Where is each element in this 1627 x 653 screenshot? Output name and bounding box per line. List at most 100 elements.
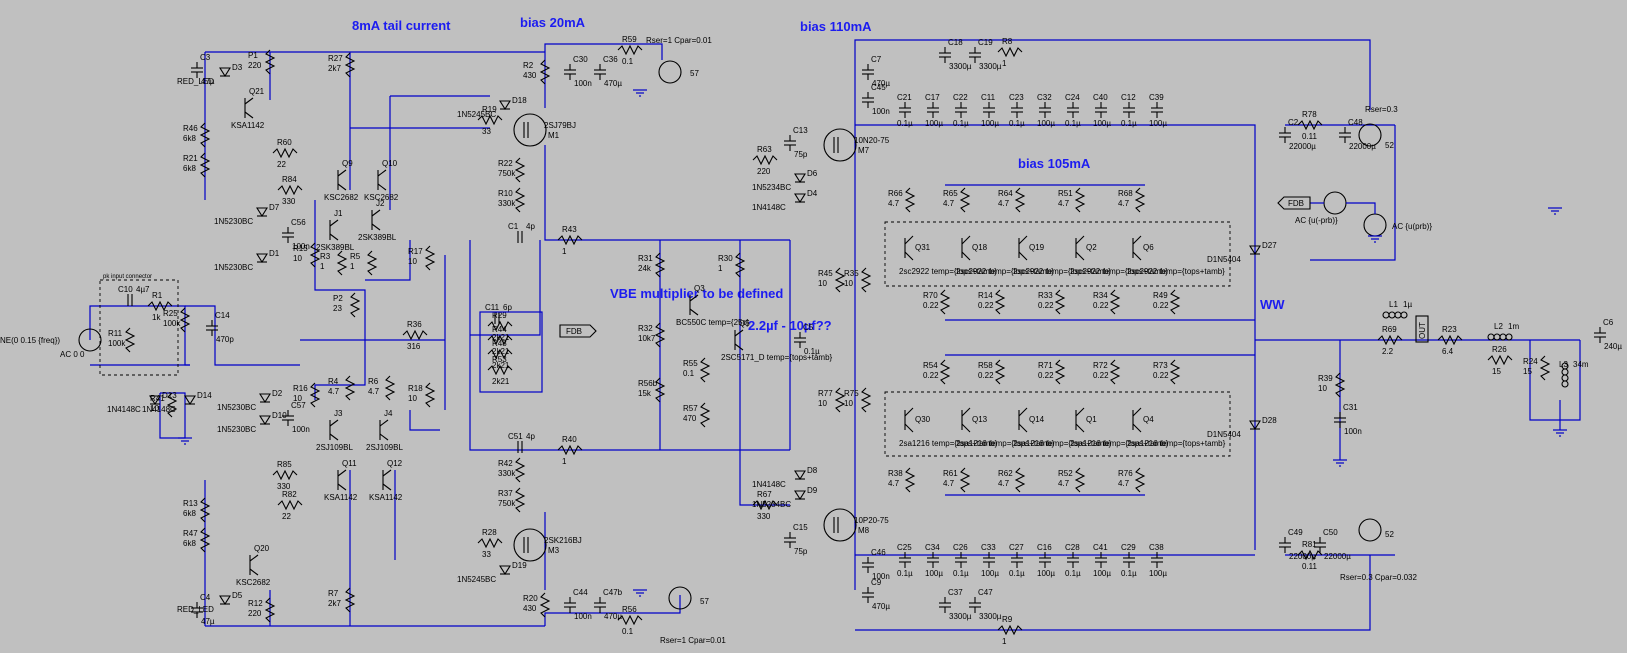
value-label: 750k (498, 169, 516, 178)
value-label: 470µ (604, 79, 622, 88)
value-label: 4.7 (943, 479, 955, 488)
components: C347µD3RED_LEDP1220Q21KSA1142R466k8R216k… (107, 35, 1622, 646)
value-label: 220 (248, 609, 262, 618)
value-label: 4p (526, 432, 535, 441)
value-label: 22000µ (1289, 142, 1316, 151)
value-label: 6k8 (183, 539, 196, 548)
value-label: 2SK389BL (316, 243, 355, 252)
value-label: 33 (482, 127, 491, 136)
value-label: 1N5230BC (217, 425, 256, 434)
value-label: 0.1µ (1065, 119, 1081, 128)
value-label: 1N5230BC (217, 403, 256, 412)
value-label: BC550C temp={25c} (676, 318, 749, 327)
ref-label: C13 (793, 126, 808, 135)
value-label: 100µ (1037, 569, 1055, 578)
svg-text:OUT: OUT (1418, 322, 1427, 339)
ref-label: R4 (328, 377, 339, 386)
value-label: 100n (292, 242, 310, 251)
value-label: 1m (1508, 322, 1519, 331)
ref-label: C50 (1323, 528, 1338, 537)
value-label: 0.22 (1093, 301, 1109, 310)
ref-label: C28 (1065, 543, 1080, 552)
value-label: 1 (1002, 59, 1007, 68)
ref-label: C7 (871, 55, 882, 64)
value-label: 220 (757, 167, 771, 176)
svg-text:Rser=1 Cpar=0.01: Rser=1 Cpar=0.01 (646, 36, 712, 45)
bottom-output-group (884, 391, 1231, 457)
ref-label: R72 (1093, 361, 1108, 370)
ref-label: R41 (150, 394, 165, 403)
ref-label: R54 (923, 361, 938, 370)
model-label: 2sa1216 temp={tops+tamb} (899, 439, 998, 448)
ground-2 (633, 589, 647, 597)
out-flag: OUT (1415, 315, 1429, 343)
value-label: 0.1µ (953, 119, 969, 128)
ref-label: R49 (1153, 291, 1168, 300)
value-label: 22000µ (1349, 142, 1376, 151)
value-label: 1 (562, 247, 567, 256)
ref-label: C12 (1121, 93, 1136, 102)
value-label: 6k8 (183, 164, 196, 173)
ref-label: Q10 (382, 159, 398, 168)
ref-label: R22 (498, 159, 513, 168)
model-label: 2sc2922 temp={tops+tamb} (956, 267, 1054, 276)
ref-label: R58 (978, 361, 993, 370)
model-label: 2sc2922 temp={tops+tamb} (1127, 267, 1225, 276)
ref-label: R28 (482, 528, 497, 537)
value-label: 0.22 (978, 371, 994, 380)
value-label: 1 (718, 264, 723, 273)
value-label: 1N5245BC (457, 575, 496, 584)
value-label: 22 (282, 512, 291, 521)
ref-label: D3 (232, 63, 243, 72)
svg-text:Rser=0.3: Rser=0.3 (1365, 105, 1398, 114)
ref-label: Q1 (1086, 415, 1097, 424)
ref-label: Q20 (254, 544, 270, 553)
ref-label: D28 (1262, 416, 1277, 425)
ref-label: R78 (1302, 110, 1317, 119)
ref-label: R53 (492, 355, 507, 364)
value-label: 0.1µ (804, 347, 820, 356)
ref-label: R52 (1058, 469, 1073, 478)
ref-label: D8 (807, 466, 818, 475)
ref-label: D18 (512, 96, 527, 105)
v6-supply: Rser=1 Cpar=0.01 57 (646, 36, 712, 84)
value-label: KSA1142 (231, 121, 265, 130)
value-label: 4.7 (888, 199, 900, 208)
value-label: 75p (794, 547, 808, 556)
value-label: 0.1µ (897, 569, 913, 578)
ref-label: R43 (562, 225, 577, 234)
input-connector-box (99, 279, 179, 376)
value-label: 47µ (201, 617, 215, 626)
svg-text:NE(0 0.15 {freq}): NE(0 0.15 {freq}) (0, 336, 60, 345)
ref-label: C45 (871, 83, 886, 92)
value-label: 100k (108, 339, 126, 348)
value-label: 2k7 (328, 599, 341, 608)
ref-label: Q2 (1086, 243, 1097, 252)
value-label: 100n (872, 107, 890, 116)
